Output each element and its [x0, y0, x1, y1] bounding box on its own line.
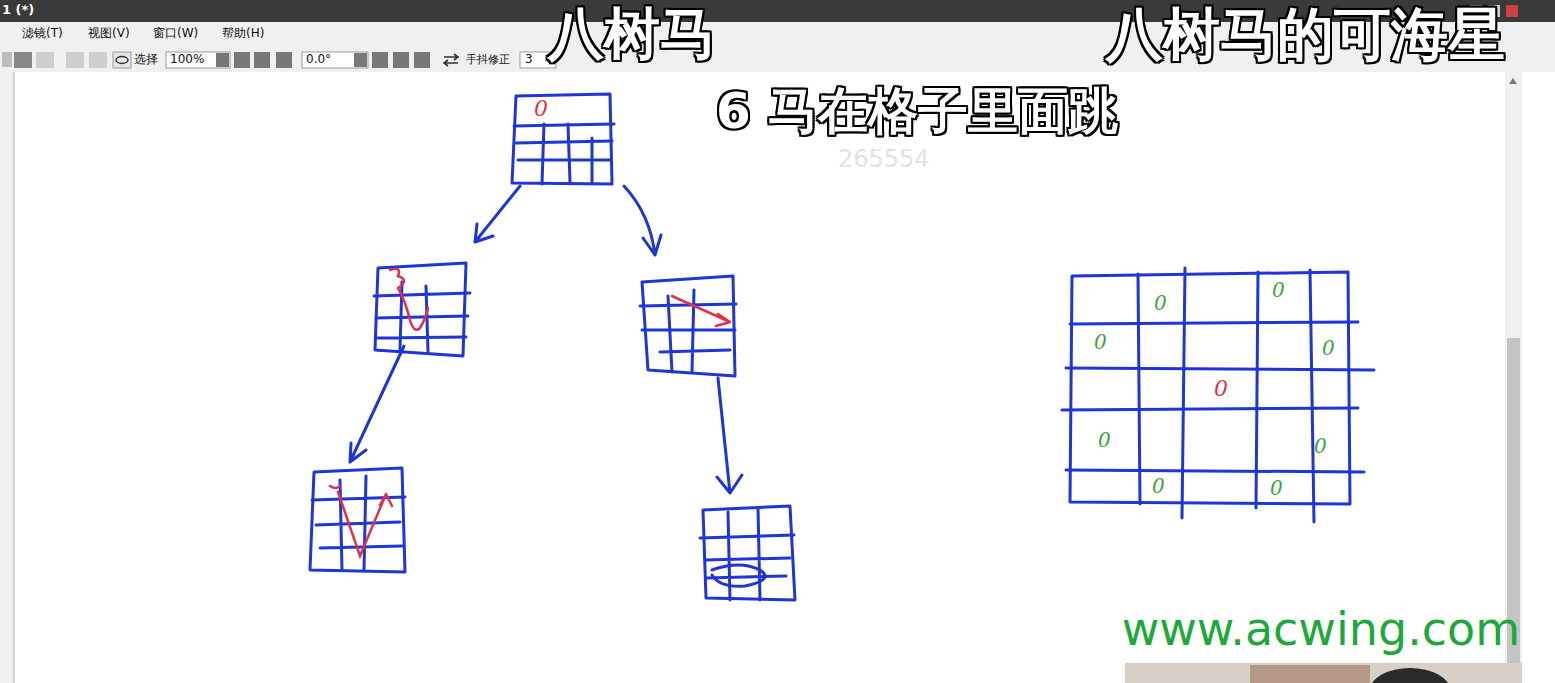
rotation-value: 0.0° [306, 53, 331, 66]
cell-mark: 0 [1098, 430, 1111, 450]
knight-move-strokes [330, 269, 730, 556]
grid-line [514, 124, 614, 184]
drawing-canvas [14, 72, 1505, 683]
cell-mark: 0 [1272, 280, 1285, 300]
knight-board: 0 0 0 0 0 0 0 0 0 [1058, 262, 1378, 534]
video-overlay: 八树马的可海星 [1106, 6, 1505, 63]
toolbar-icons [2, 52, 556, 68]
grid-line [1138, 268, 1314, 522]
webcam-frame [1250, 665, 1370, 683]
grid-line [1062, 322, 1374, 472]
cell-mark: 0 [1322, 338, 1335, 358]
menu-item: 帮助(H) [222, 27, 264, 40]
cell-mark: 0 [534, 98, 548, 120]
cell-mark: 0 [1154, 293, 1167, 313]
webcam-frame [1125, 663, 1522, 683]
scrollbar [1505, 72, 1522, 683]
video-title: 6 马在格子里面跳 [716, 86, 1118, 136]
cell-mark: 0 [1094, 332, 1107, 352]
cell-mark: 0 [1314, 436, 1327, 456]
scrollbar-arrow [1509, 78, 1517, 84]
watermark: 265554 [838, 146, 930, 172]
canvas-border [14, 72, 15, 683]
tool-label: 手抖修正 [466, 54, 510, 66]
menu-item: 滤镜(T) [22, 27, 63, 40]
grid-outline [508, 88, 620, 190]
tool-value: 3 [525, 53, 533, 66]
video-overlay: 八树马 [548, 6, 716, 62]
board-grid: 0 [508, 88, 620, 190]
cell-mark: 0 [1214, 378, 1228, 400]
webcam-frame [1370, 668, 1450, 683]
grid-line [512, 94, 612, 184]
cell-mark: 0 [1270, 478, 1283, 498]
tool-label: 选择 [134, 53, 158, 66]
site-url: www.acwing.com [1122, 604, 1520, 655]
cell-mark: 0 [1152, 476, 1165, 496]
zoom-value: 100% [170, 53, 204, 66]
menu-item: 窗口(W) [153, 27, 198, 40]
window-title: 1 (*) [2, 3, 34, 17]
window-button [1506, 5, 1518, 17]
side-margin [1522, 72, 1555, 683]
tree-drawing [310, 186, 795, 600]
menu-item: 视图(V) [88, 27, 130, 40]
